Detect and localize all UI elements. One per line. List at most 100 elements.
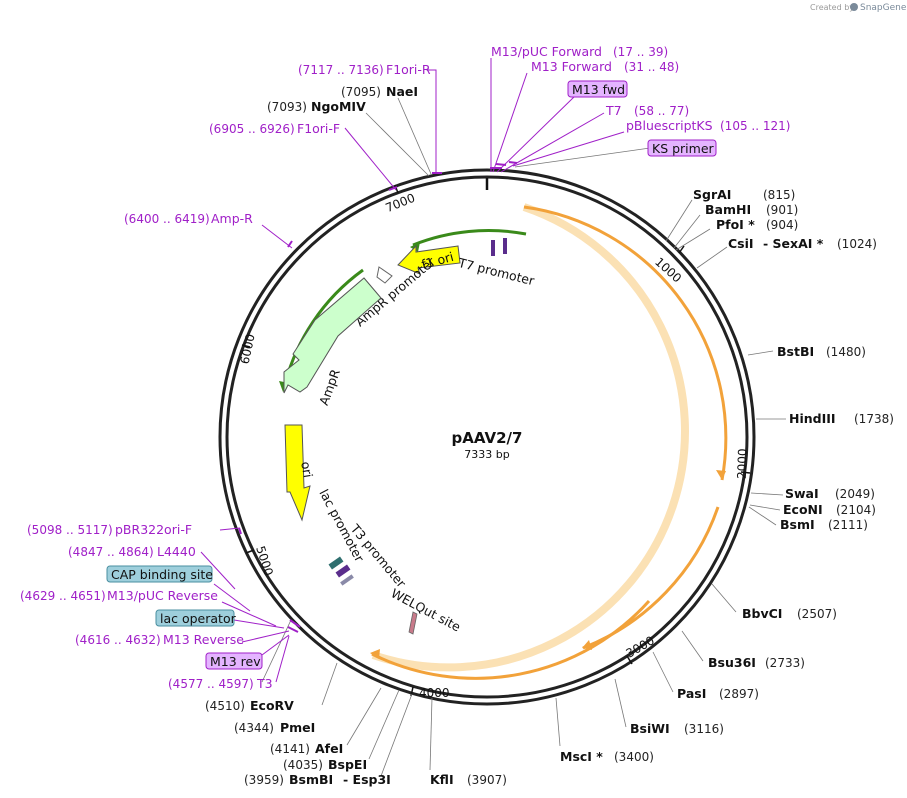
primer-t7-name: T7 [605, 103, 622, 118]
site-bspei-name: BspEI [328, 757, 367, 772]
primer-m13-reverse-name: M13 Reverse [163, 632, 244, 647]
f1-ori-arrow [397, 244, 461, 275]
site-bsmi-pos: (2111) [828, 518, 868, 532]
ampr-label: AmpR [316, 367, 343, 408]
site-bsiwi-name: BsiWI [630, 721, 670, 736]
primer-l4440-range: (4847 .. 4864) [68, 545, 154, 559]
site-ecorv-name: EcoRV [250, 698, 294, 713]
site-hindiii-pos: (1738) [854, 412, 894, 426]
site-bsiwi-pos: (3116) [684, 722, 724, 736]
site-sexai-name: - SexAI * [763, 236, 824, 251]
t7-promoter-label: T7 promoter [456, 255, 537, 289]
site-bsmbi-pos: (3959) [244, 773, 284, 787]
primer-m13-rev-name: M13 rev [210, 654, 261, 669]
site-bsu36i-pos: (2733) [765, 656, 805, 670]
welqut-site-mark [408, 611, 418, 635]
site-bamhi-name: BamHI [705, 202, 751, 217]
site-csii-name: CsiI [728, 236, 754, 251]
primer-m13-fwd-box [567, 80, 628, 98]
ampr-arrow [283, 277, 382, 394]
site-pmei-name: PmeI [280, 720, 315, 735]
backbone-inner [225, 175, 749, 699]
snapgene-logo-icon [850, 3, 858, 11]
site-bstbi-pos: (1480) [826, 345, 866, 359]
primer-f1ori-r-name: F1ori-R [386, 62, 431, 77]
top-primer-leaders [200, 58, 625, 683]
ori-arrow [284, 424, 311, 522]
primer-ks-box [647, 139, 717, 157]
cap-binding-site-name: CAP binding site [111, 567, 213, 582]
primer-f1ori-f-range: (6905 .. 6926) [209, 122, 295, 136]
site-naei-pos: (7095) [341, 85, 381, 99]
ori-label: ori [298, 460, 316, 479]
site-swai-name: SwaI [785, 486, 819, 501]
site-afei-pos: (4141) [270, 742, 310, 756]
primer-m13puc-forward-name: M13/pUC Forward [491, 44, 602, 59]
primer-ks-name: KS primer [652, 141, 715, 156]
primer-m13-reverse-range: (4616 .. 4632) [75, 633, 161, 647]
primer-m13-fwd-name: M13 fwd [572, 82, 625, 97]
primer-amp-r-range: (6400 .. 6419) [124, 212, 210, 226]
site-csii-pos: (1024) [837, 237, 877, 251]
tick-label-2000: 2000 [735, 448, 750, 479]
site-naei-name: NaeI [386, 84, 418, 99]
tick-label-4000: 4000 [419, 686, 450, 700]
site-kfli-pos: (3907) [467, 773, 507, 787]
primer-amp-r-name: Amp-R [211, 211, 253, 226]
primer-t3-name: T3 [256, 676, 273, 691]
green-arc-top [412, 229, 527, 247]
plasmid-length: 7333 bp [464, 448, 509, 461]
lac-operator-name: lac operator [160, 611, 237, 626]
tick-marks [241, 184, 751, 697]
site-msci-pos: (3400) [614, 750, 654, 764]
site-ngomiv-name: NgoMIV [311, 99, 366, 114]
site-econi-pos: (2104) [836, 503, 876, 517]
top-primer-marks [238, 161, 518, 633]
tick-label-7000: 7000 [383, 191, 417, 215]
orange-feature-arc-3 [371, 599, 651, 680]
site-sgrai-pos: (815) [763, 188, 795, 202]
ampr-promoter-arrow [376, 266, 393, 284]
primer-f1ori-f-name: F1ori-F [297, 121, 340, 136]
primer-pbluescriptks-name: pBluescriptKS [626, 118, 713, 133]
t3-promoter-mark [340, 574, 354, 586]
site-pasi-name: PasI [677, 686, 706, 701]
t7-promoter-mark-2 [503, 238, 507, 254]
site-ngomiv-pos: (7093) [267, 100, 307, 114]
tick-label-6000: 6000 [238, 333, 258, 366]
primer-m13-forward-range: (31 .. 48) [624, 60, 679, 74]
site-bamhi-pos: (901) [766, 203, 798, 217]
site-econi-name: EcoNI [783, 502, 823, 517]
site-pasi-pos: (2897) [719, 687, 759, 701]
site-hindiii-name: HindIII [789, 411, 836, 426]
credit-brand: SnapGene [860, 3, 907, 13]
credit-prefix: Created by [810, 3, 854, 12]
site-pmei-pos: (4344) [234, 721, 274, 735]
primer-m13puc-forward-range: (17 .. 39) [613, 45, 668, 59]
primer-l4440-name: L4440 [157, 544, 196, 559]
site-esp3i-name: - Esp3I [343, 772, 391, 787]
plasmid-name: pAAV2/7 [452, 429, 523, 447]
site-bbvci-pos: (2507) [797, 607, 837, 621]
primer-t3-range: (4577 .. 4597) [168, 677, 254, 691]
site-ecorv-pos: (4510) [205, 699, 245, 713]
primer-m13-rev-box [205, 652, 263, 670]
t7-promoter-mark-1 [491, 240, 495, 256]
site-sgrai-name: SgrAI [693, 187, 731, 202]
primer-f1ori-r-range: (7117 .. 7136) [298, 63, 384, 77]
cap-binding-site-box [106, 565, 213, 583]
orange-feature-glow [371, 203, 689, 672]
primer-pbr322ori-f-name: pBR322ori-F [115, 522, 192, 537]
site-afei-name: AfeI [315, 741, 343, 756]
primer-pbluescriptks-range: (105 .. 121) [720, 119, 790, 133]
top-box-leaders [514, 147, 651, 168]
site-bsmbi-name: BsmBI [289, 772, 333, 787]
right-site-leaders [429, 199, 786, 771]
site-bbvci-name: BbvCI [742, 606, 782, 621]
welqut-site-label: WELQut site [389, 585, 464, 634]
cap-binding-mark [328, 556, 344, 570]
backbone-outer [218, 168, 756, 706]
site-msci-name: MscI * [560, 749, 603, 764]
orange-feature-arc-1 [523, 205, 728, 481]
